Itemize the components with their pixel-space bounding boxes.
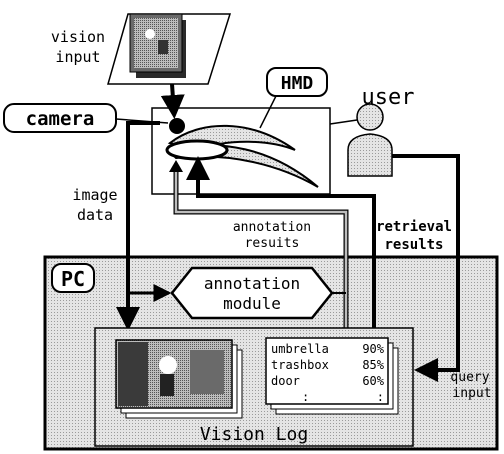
vision-to-camera-arrow: [160, 83, 185, 119]
results-card-stack: [265, 337, 399, 415]
vision-input-label-line1: vision: [51, 28, 105, 46]
vision-input-frame: [107, 13, 232, 85]
query-input-label-line2: input: [452, 386, 491, 401]
pc-tag: PC: [51, 263, 95, 293]
query-input-arrow: [392, 154, 460, 382]
result-item-name: trashbox: [271, 358, 329, 372]
retrieval-results-label-line1: retrieval: [376, 219, 452, 235]
annotation-module: annotation module: [170, 266, 334, 320]
user-figure: [329, 103, 393, 177]
vision-log-label: Vision Log: [200, 424, 308, 445]
hmd-callout: HMD: [259, 67, 328, 129]
result-item-name: door: [271, 374, 300, 388]
vision-log-images: [115, 339, 243, 419]
query-input-label-line1: query: [450, 370, 489, 385]
image-data-label-line1: image: [72, 186, 117, 204]
annotation-module-label-line2: module: [223, 294, 281, 313]
camera-lens-icon: [169, 118, 185, 134]
camera-callout: camera: [3, 103, 169, 133]
vision-input-label-line2: input: [55, 48, 100, 66]
user-label: user: [362, 85, 415, 110]
result-item-score: 85%: [362, 358, 384, 372]
camera-label: camera: [26, 108, 95, 130]
pc-label: PC: [61, 267, 85, 291]
annotation-results-label-line1: annotation: [233, 220, 311, 235]
retrieval-results-label-line2: results: [384, 237, 443, 253]
result-item-score: 60%: [362, 374, 384, 388]
result-item-name: :: [302, 390, 309, 404]
results-list: umbrella 90%trashbox 85%door 60%::: [271, 342, 385, 404]
result-item-score: :: [377, 390, 384, 404]
image-data-arrow: [116, 121, 160, 331]
retrieval-results-arrow: [186, 156, 376, 365]
result-item-name: umbrella: [271, 342, 329, 356]
annotation-results-label-line2: resuits: [245, 236, 300, 251]
result-item-score: 90%: [362, 342, 384, 356]
annotation-module-label-line1: annotation: [204, 274, 300, 293]
hmd-device: [165, 118, 319, 188]
hmd-label: HMD: [281, 73, 314, 94]
image-data-label-line2: data: [77, 206, 113, 224]
